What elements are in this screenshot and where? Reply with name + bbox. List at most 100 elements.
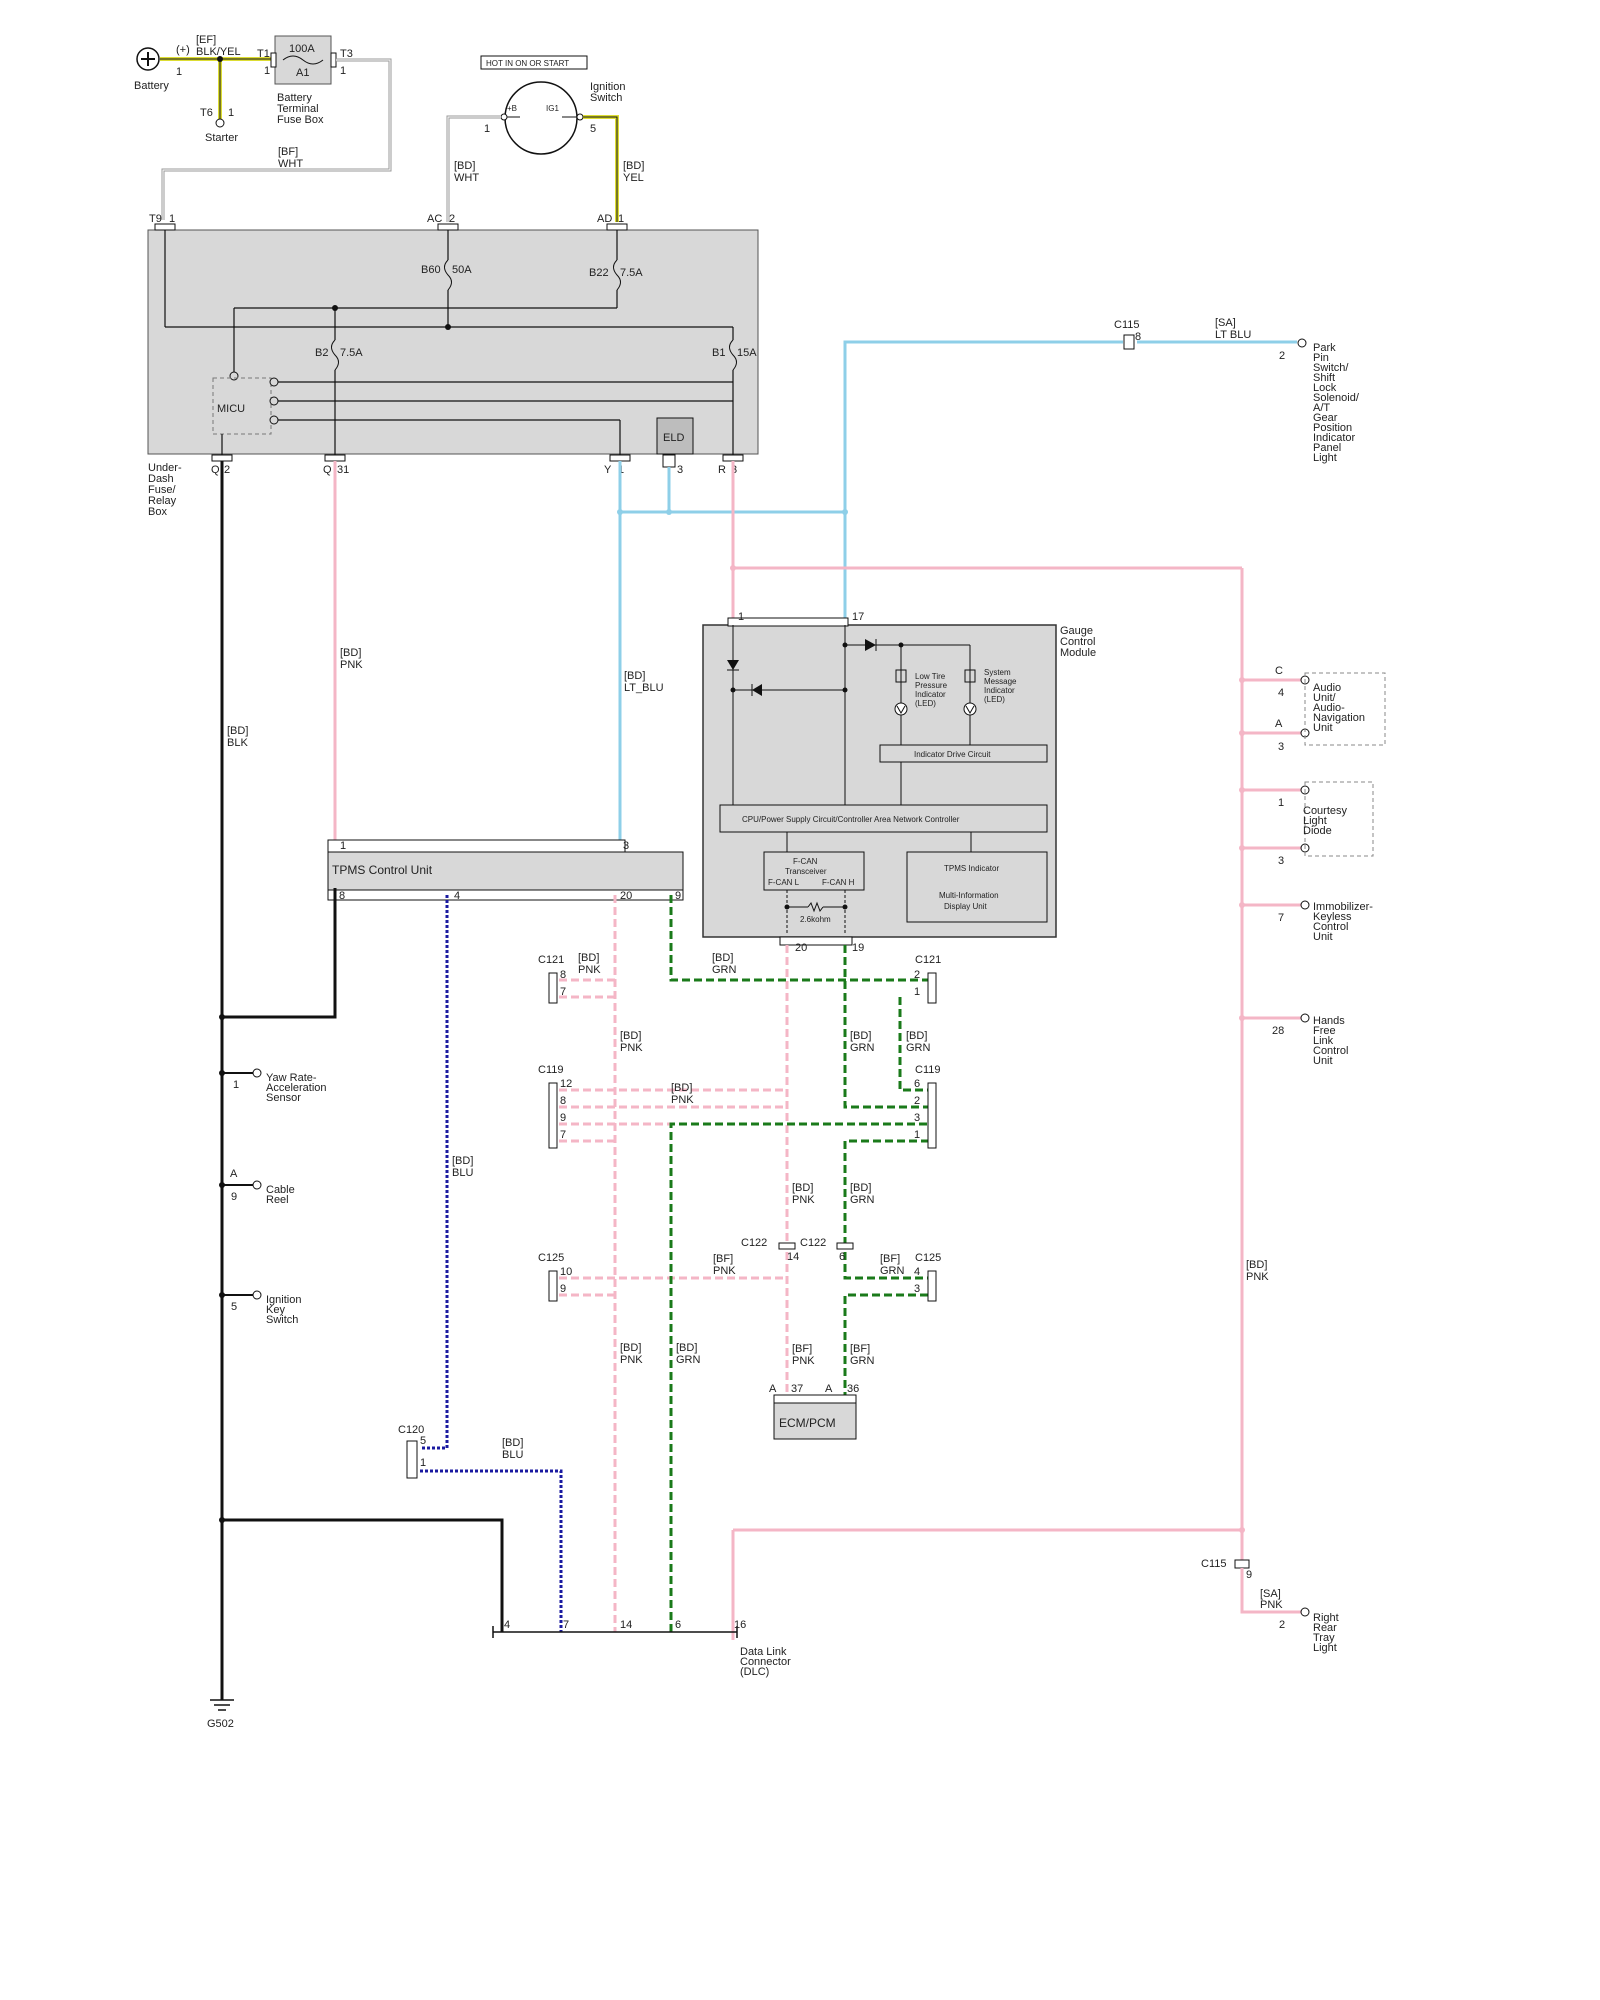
svg-text:Link: Link xyxy=(1313,1035,1334,1047)
grn-mid-code: [BD] xyxy=(850,1030,871,1042)
svg-text:9: 9 xyxy=(560,1283,566,1295)
ignition-tag-text: HOT IN ON OR START xyxy=(486,59,569,68)
svg-text:Indicator Drive Circuit: Indicator Drive Circuit xyxy=(914,750,991,759)
audio-a-letter: A xyxy=(1275,718,1283,730)
ignition-pin-b: 1 xyxy=(484,123,490,135)
fuse-b1: B1 xyxy=(712,347,725,359)
svg-text:Transceiver: Transceiver xyxy=(785,867,827,876)
tpms-pin9: 9 xyxy=(675,890,681,902)
bd-wht-color: WHT xyxy=(454,172,479,184)
c120-pin5: 5 xyxy=(420,1435,426,1447)
svg-text:System: System xyxy=(984,668,1011,677)
grn-c122-color: GRN xyxy=(850,1194,875,1206)
udfb-eld-pin: 3 xyxy=(677,464,683,476)
c120-pin1: 1 xyxy=(420,1457,426,1469)
udfb-q31-pin: 31 xyxy=(337,464,349,476)
svg-text:C122: C122 xyxy=(741,1237,767,1249)
grn-bf2-color: GRN xyxy=(850,1355,875,1367)
ignition-b-terminal: +B xyxy=(507,104,517,113)
fuse-b60: B60 xyxy=(421,264,441,276)
svg-text:Key: Key xyxy=(266,1304,285,1316)
udfb-t9-pin: 1 xyxy=(169,213,175,225)
svg-text:Position: Position xyxy=(1313,422,1352,434)
connector-c125-right: C125 4 3 xyxy=(914,1252,941,1302)
c120-name: C120 xyxy=(398,1424,424,1436)
bf-wht-code: [BF] xyxy=(278,146,298,158)
fuse-box-label-3: Fuse Box xyxy=(277,114,324,126)
can-low-wires xyxy=(559,895,789,1632)
svg-text:Display Unit: Display Unit xyxy=(944,902,987,911)
ignition-pin-ig: 5 xyxy=(590,123,596,135)
svg-text:Hands: Hands xyxy=(1313,1015,1345,1027)
svg-text:4: 4 xyxy=(914,1266,920,1278)
svg-text:1: 1 xyxy=(914,986,920,998)
right-branches xyxy=(1242,678,1302,1020)
svg-text:C121: C121 xyxy=(915,954,941,966)
audio-pin: 4 xyxy=(1278,687,1284,699)
svg-text:3: 3 xyxy=(914,1112,920,1124)
svg-text:8: 8 xyxy=(560,1095,566,1107)
svg-text:Unit/: Unit/ xyxy=(1313,692,1337,704)
svg-text:Courtesy: Courtesy xyxy=(1303,805,1348,817)
svg-text:(LED): (LED) xyxy=(984,695,1005,704)
connector-c119-right: C119 6 2 3 1 xyxy=(914,1064,940,1149)
pnk-c119-code: [BD] xyxy=(671,1082,692,1094)
c115-top-code: [SA] xyxy=(1215,317,1236,329)
c115-top-pin: 8 xyxy=(1135,331,1141,343)
svg-text:Ignition: Ignition xyxy=(266,1294,301,1306)
micu-box xyxy=(212,377,272,435)
grn-low-code: [BD] xyxy=(676,1342,697,1354)
udfb-label-5: Box xyxy=(148,506,167,518)
grn-low-color: GRN xyxy=(676,1354,701,1366)
cpu-block xyxy=(719,804,1048,833)
svg-text:Audio-: Audio- xyxy=(1313,702,1345,714)
battery-symbol xyxy=(136,47,160,71)
eld-box xyxy=(656,417,694,455)
tpms-pin4: 4 xyxy=(454,890,460,902)
cable-reel-pin: 9 xyxy=(231,1191,237,1203)
svg-text:Free: Free xyxy=(1313,1025,1336,1037)
battery-group: Battery 1 (+) [EF] BLK/YEL xyxy=(134,34,241,92)
svg-text:ECM/PCM: ECM/PCM xyxy=(779,1416,836,1430)
c115-bottom-name: C115 xyxy=(1201,1558,1226,1570)
svg-text:Switch/: Switch/ xyxy=(1313,362,1349,374)
c115-top-dest-pin: 2 xyxy=(1279,350,1285,362)
grn-mid2-color: GRN xyxy=(906,1042,931,1054)
udfb-y: Y xyxy=(604,464,612,476)
wire-sa-pnk xyxy=(1240,1568,1302,1614)
udfb-label-3: Fuse/ xyxy=(148,484,176,496)
pnk-q31-color: PNK xyxy=(340,659,363,671)
yaw-pin: 1 xyxy=(233,1079,239,1091)
svg-text:Lock: Lock xyxy=(1313,382,1337,394)
tpms-label: TPMS Control Unit xyxy=(332,863,433,877)
fcan-transceiver xyxy=(763,851,865,891)
pnk-q31-code: [BD] xyxy=(340,647,361,659)
cable-reel-letter: A xyxy=(230,1168,238,1180)
tpms-pin20: 20 xyxy=(620,890,632,902)
gcm-pin19: 19 xyxy=(852,942,864,954)
bd-yel-code: [BD] xyxy=(623,160,644,172)
grn-c121-color: GRN xyxy=(712,964,737,976)
starter-terminal xyxy=(215,118,225,128)
svg-text:Switch: Switch xyxy=(266,1314,298,1326)
courtesy-pin-3: 3 xyxy=(1278,855,1284,867)
svg-text:(LED): (LED) xyxy=(915,699,936,708)
blk-code: [BD] xyxy=(227,725,248,737)
svg-text:C119: C119 xyxy=(915,1064,940,1076)
udfb-q31: Q xyxy=(323,464,332,476)
rear-tray-pin: 2 xyxy=(1279,1619,1285,1631)
svg-text:Yaw Rate-: Yaw Rate- xyxy=(266,1072,317,1084)
under-dash-fuse-box: T9 1 AC 2 AD 1 B60 50A B22 7.5A B2 7.5A xyxy=(147,213,759,518)
svg-text:TPMS Indicator: TPMS Indicator xyxy=(944,864,999,873)
svg-text:A: A xyxy=(825,1383,833,1395)
svg-text:Panel: Panel xyxy=(1313,442,1341,454)
svg-text:Indicator: Indicator xyxy=(1313,432,1356,444)
udfb-t9: T9 xyxy=(149,213,162,225)
svg-text:Rear: Rear xyxy=(1313,1622,1337,1634)
svg-text:Light: Light xyxy=(1313,452,1337,464)
sa-pnk-code: [SA] xyxy=(1260,1588,1281,1600)
courtesy-pin: 1 xyxy=(1278,797,1284,809)
svg-text:Unit: Unit xyxy=(1313,722,1333,734)
udfb-r: R xyxy=(718,464,726,476)
